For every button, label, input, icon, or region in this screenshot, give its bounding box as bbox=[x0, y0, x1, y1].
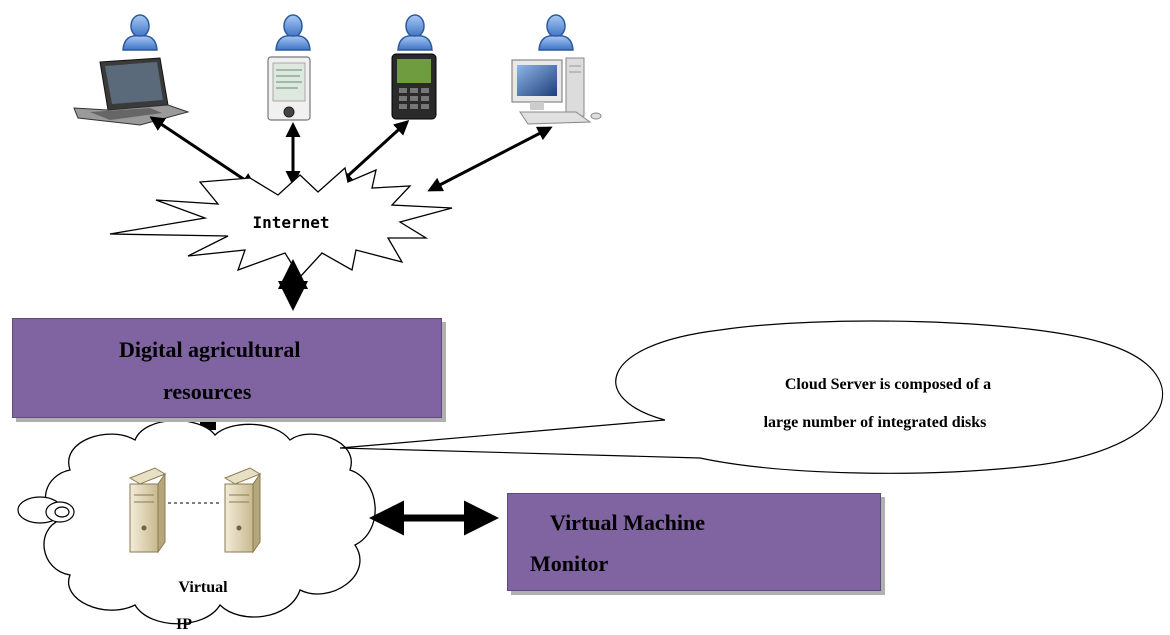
arrow-phone-internet bbox=[337, 119, 410, 186]
cloud-bubble-icon bbox=[17, 496, 75, 524]
arrow-desktop-internet bbox=[427, 126, 553, 192]
cloud-label-line1: Virtual bbox=[178, 579, 228, 596]
phone-icon bbox=[391, 53, 437, 120]
laptop-icon bbox=[73, 57, 190, 126]
resources-box: Digital agricultural resources bbox=[12, 318, 442, 418]
vmm-box: Virtual Machine Monitor bbox=[507, 493, 881, 591]
vmm-label-line1: Virtual Machine bbox=[550, 510, 705, 535]
cloud-shape bbox=[43, 419, 376, 625]
desktop-icon bbox=[511, 57, 602, 125]
user-icon-desktop bbox=[538, 14, 574, 51]
callout-bubble bbox=[339, 320, 1164, 474]
callout-line2: large number of integrated disks bbox=[764, 414, 987, 431]
server-icon-left bbox=[128, 467, 167, 554]
user-icon-pda bbox=[275, 14, 311, 51]
internet-burst bbox=[109, 166, 453, 279]
resources-label-line2: resources bbox=[163, 379, 252, 404]
pda-icon bbox=[267, 56, 311, 121]
internet-label: Internet bbox=[252, 213, 329, 232]
vmm-label-line2: Monitor bbox=[530, 551, 609, 576]
resources-label-line1: Digital agricultural bbox=[119, 337, 301, 362]
cloud-label-line2: IP bbox=[176, 616, 192, 633]
arrow-laptop-internet bbox=[149, 116, 257, 188]
connector-resources-cloud bbox=[200, 422, 216, 430]
user-icon-laptop bbox=[122, 14, 158, 51]
user-icon-phone bbox=[397, 14, 433, 51]
callout-line1: Cloud Server is composed of a bbox=[785, 376, 991, 393]
server-icon-right bbox=[223, 467, 262, 554]
